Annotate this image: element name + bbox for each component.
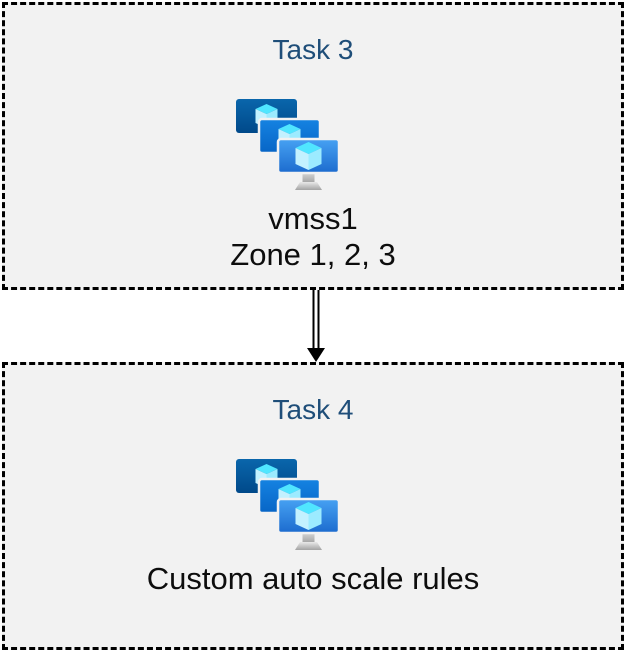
arrow-head-icon: [307, 348, 325, 362]
task3-box: Task 3 vmss1 Zone 1, 2, 3: [2, 2, 624, 290]
task3-title: Task 3: [272, 34, 354, 65]
arrow-shaft: [312, 290, 320, 349]
task3-caption: vmss1 Zone 1, 2, 3: [5, 201, 621, 273]
vm-scale-sets-icon: [236, 99, 340, 195]
zones-label: Zone 1, 2, 3: [230, 237, 396, 272]
task4-box: Task 4 Custom auto scale rules: [2, 362, 624, 650]
task4-title: Task 4: [272, 394, 354, 425]
autoscale-rules-label: Custom auto scale rules: [146, 561, 480, 596]
task4-caption: Custom auto scale rules: [5, 561, 621, 597]
vmss-name-label: vmss1: [268, 201, 358, 236]
down-arrow-connector: [304, 290, 328, 362]
vm-scale-sets-icon: [236, 459, 340, 555]
